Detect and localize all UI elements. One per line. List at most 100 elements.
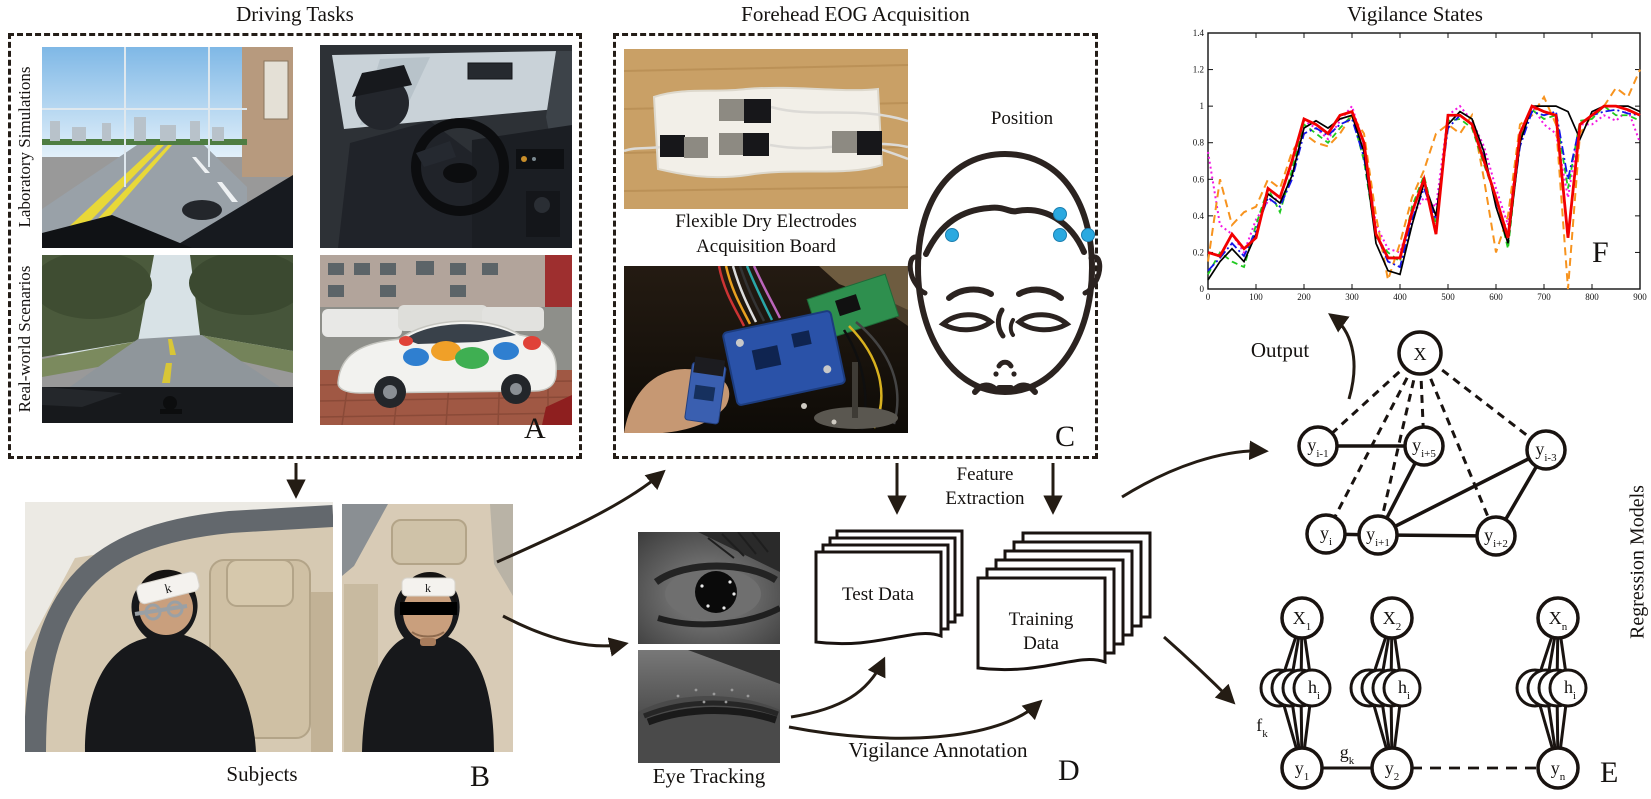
svg-text:0.2: 0.2 [1193, 247, 1204, 257]
svg-text:1: 1 [1200, 101, 1205, 111]
node-x2-label: X2 [1383, 608, 1402, 633]
panel-a-box [8, 33, 582, 459]
photo-eye-closed [638, 650, 780, 763]
svg-text:900: 900 [1633, 292, 1647, 302]
training-data-stack: Training Data [968, 524, 1168, 685]
photo-driving-simulator-screen [42, 47, 293, 248]
photo-real-road [42, 255, 293, 423]
photo-simulator-driver [320, 45, 572, 248]
svg-text:0.8: 0.8 [1193, 138, 1205, 148]
output-caption: Output [1250, 338, 1310, 362]
node-y1 [1280, 746, 1324, 790]
headband-logo: k [163, 580, 173, 596]
photo-subject-front: k [342, 504, 513, 752]
node-h-i-n [1548, 668, 1588, 708]
node-y-i+2-label: yi+2 [1484, 525, 1508, 550]
electrode-position-face-diagram [905, 140, 1105, 417]
panel-d-letter: D [1058, 754, 1080, 787]
node-y-i [1305, 513, 1347, 555]
node-h3-label: hi [1564, 677, 1576, 702]
arrow-output-to-chart [1328, 313, 1356, 400]
node-yn [1536, 746, 1580, 790]
node-y-i-label: yi [1320, 523, 1332, 548]
position-caption: Position [990, 108, 1054, 129]
node-y-i+5 [1403, 425, 1445, 467]
node-x2 [1370, 596, 1414, 640]
panel-c-title: Forehead EOG Acquisition [741, 2, 970, 26]
node-h-i-1 [1292, 668, 1332, 708]
svg-text:200: 200 [1297, 292, 1311, 302]
headband-logo-2: k [425, 581, 431, 595]
training-data-label-line1: Training [1009, 609, 1074, 630]
node-y2-label: y2 [1385, 758, 1400, 783]
node-x [1397, 330, 1443, 376]
panel-a-letter: A [524, 412, 546, 445]
node-yn-label: yn [1551, 758, 1566, 783]
node-x1-label: X1 [1293, 608, 1312, 633]
row-label-laboratory-simulations: Laboratory Simulations [15, 66, 34, 228]
vigilance-states-chart: 0 100 200 300 400 500 600 700 800 900 0 0.2 0.4 0.6 0.… [1193, 28, 1648, 302]
arrow-data-to-bottommodel [1163, 635, 1236, 705]
eye-tracking-caption: Eye Tracking [652, 764, 766, 788]
svg-text:400: 400 [1393, 292, 1407, 302]
node-x-label: X [1414, 344, 1427, 364]
photo-acquisition-board [624, 266, 908, 433]
node-y-i-1 [1297, 425, 1339, 467]
node-h1-label: hi [1308, 677, 1320, 702]
svg-text:0.6: 0.6 [1193, 174, 1205, 184]
svg-text:500: 500 [1441, 292, 1455, 302]
svg-text:600: 600 [1489, 292, 1503, 302]
panel-c-letter: C [1055, 420, 1076, 453]
node-y-i-3-label: yi-3 [1535, 439, 1557, 464]
arrow-eyes-to-testdata [790, 656, 886, 719]
svg-text:0: 0 [1206, 292, 1211, 302]
panel-f-letter: F [1592, 236, 1609, 269]
arrow-b-to-eyetracking [502, 614, 629, 657]
electrode-dots [945, 207, 1095, 242]
arrow-data-to-topmodel [1121, 440, 1269, 499]
node-y2 [1370, 746, 1414, 790]
node-y-i-1-label: yi-1 [1307, 435, 1328, 460]
node-y-i+1-label: yi+1 [1366, 524, 1390, 549]
feature-extraction-caption-line2: Extraction [945, 488, 1025, 509]
node-x1 [1280, 596, 1324, 640]
side-label-regression-models: Regression Models [1626, 485, 1649, 639]
vigilance-annotation-caption: Vigilance Annotation [848, 738, 1028, 762]
node-y1-label: y1 [1295, 758, 1310, 783]
node-y-i-3 [1525, 429, 1567, 471]
row-label-real-world-scenarios: Real-world Scenarios [15, 265, 34, 413]
node-h-i-2 [1382, 668, 1422, 708]
photo-experiment-car [320, 255, 572, 425]
svg-text:1.4: 1.4 [1193, 28, 1205, 38]
panel-e-letter: E [1600, 756, 1619, 789]
photo-eye-open [638, 532, 780, 644]
svg-text:100: 100 [1249, 292, 1263, 302]
node-xn [1536, 596, 1580, 640]
svg-text:800: 800 [1585, 292, 1599, 302]
svg-text:1.2: 1.2 [1193, 65, 1204, 75]
flexible-dry-electrodes-caption: Flexible Dry Electrodes [675, 211, 857, 232]
svg-text:0: 0 [1200, 284, 1205, 294]
node-y-i+1 [1357, 514, 1399, 556]
panel-f-title: Vigilance States [1347, 2, 1483, 26]
acquisition-board-caption: Acquisition Board [696, 236, 836, 257]
test-data-label: Test Data [842, 584, 915, 605]
subjects-caption: Subjects [226, 762, 298, 786]
node-y-i+2 [1475, 515, 1517, 557]
arrow-eyes-to-trainingdata [788, 699, 1043, 740]
photo-subject-side: k [25, 502, 333, 752]
svg-text:0.4: 0.4 [1193, 211, 1205, 221]
regression-models-graph: X yi-1 yi+5 yi-3 yi yi+1 yi+2 X1 X2 Xn h… [1256, 330, 1588, 790]
photo-headband-electrodes [624, 49, 908, 209]
gk-label: gk [1340, 742, 1355, 767]
training-data-label-line2: Data [1023, 633, 1059, 654]
node-xn-label: Xn [1549, 608, 1568, 633]
panel-c-box [613, 33, 1098, 459]
svg-text:300: 300 [1345, 292, 1359, 302]
svg-text:700: 700 [1537, 292, 1551, 302]
panel-b-letter: B [470, 760, 491, 793]
fk-label: fk [1256, 715, 1268, 740]
panel-a-title: Driving Tasks [236, 2, 354, 26]
node-y-i+5-label: yi+5 [1412, 435, 1436, 460]
